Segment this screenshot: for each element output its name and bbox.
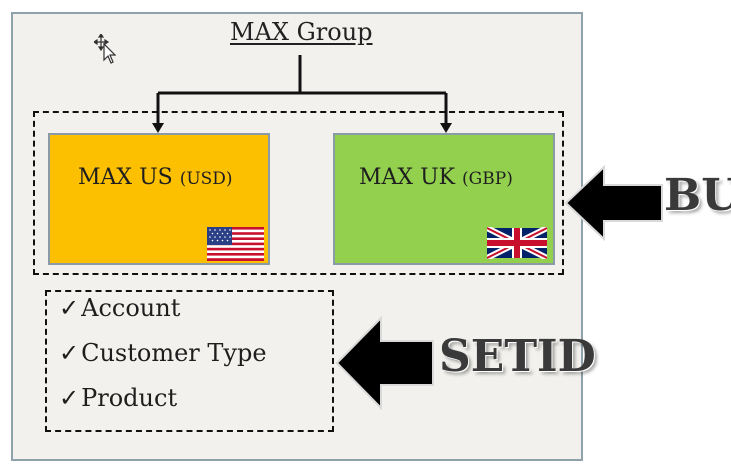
left-arrow-icon [335, 315, 435, 414]
unit-name-uk-label: MAX UK [359, 165, 456, 190]
checkmark-icon: ✓ [59, 384, 80, 412]
setid-box: ✓Account ✓Customer Type ✓Product [45, 290, 334, 432]
checkmark-icon: ✓ [59, 339, 80, 367]
unit-name-us-label: MAX US [78, 165, 173, 190]
unit-name-us: MAX US (USD) [78, 165, 233, 190]
left-arrow-icon [564, 164, 664, 245]
setid-item-label: Account [81, 294, 181, 322]
setid-item-product: ✓Product [59, 384, 177, 412]
unit-currency-us: (USD) [179, 169, 233, 189]
business-units-group [33, 111, 564, 275]
connector-arrowhead-uk [440, 123, 452, 133]
group-title: MAX Group [230, 18, 373, 46]
unit-box-us: MAX US (USD) [48, 133, 270, 265]
uk-flag-icon [485, 225, 549, 263]
checkmark-icon: ✓ [59, 294, 80, 322]
unit-currency-uk: (GBP) [462, 169, 513, 189]
us-flag-icon [207, 227, 264, 265]
bu-label: BU [664, 170, 731, 221]
connector-arrowhead-us [152, 123, 164, 133]
setid-item-label: Product [81, 384, 178, 412]
setid-item-label: Customer Type [81, 339, 267, 367]
unit-box-uk: MAX UK (GBP) [333, 133, 555, 265]
setid-item-customer-type: ✓Customer Type [59, 339, 267, 367]
unit-name-uk: MAX UK (GBP) [359, 165, 513, 190]
move-cursor-icon [92, 32, 117, 68]
setid-label: SETID [439, 331, 596, 382]
setid-item-account: ✓Account [59, 294, 180, 322]
